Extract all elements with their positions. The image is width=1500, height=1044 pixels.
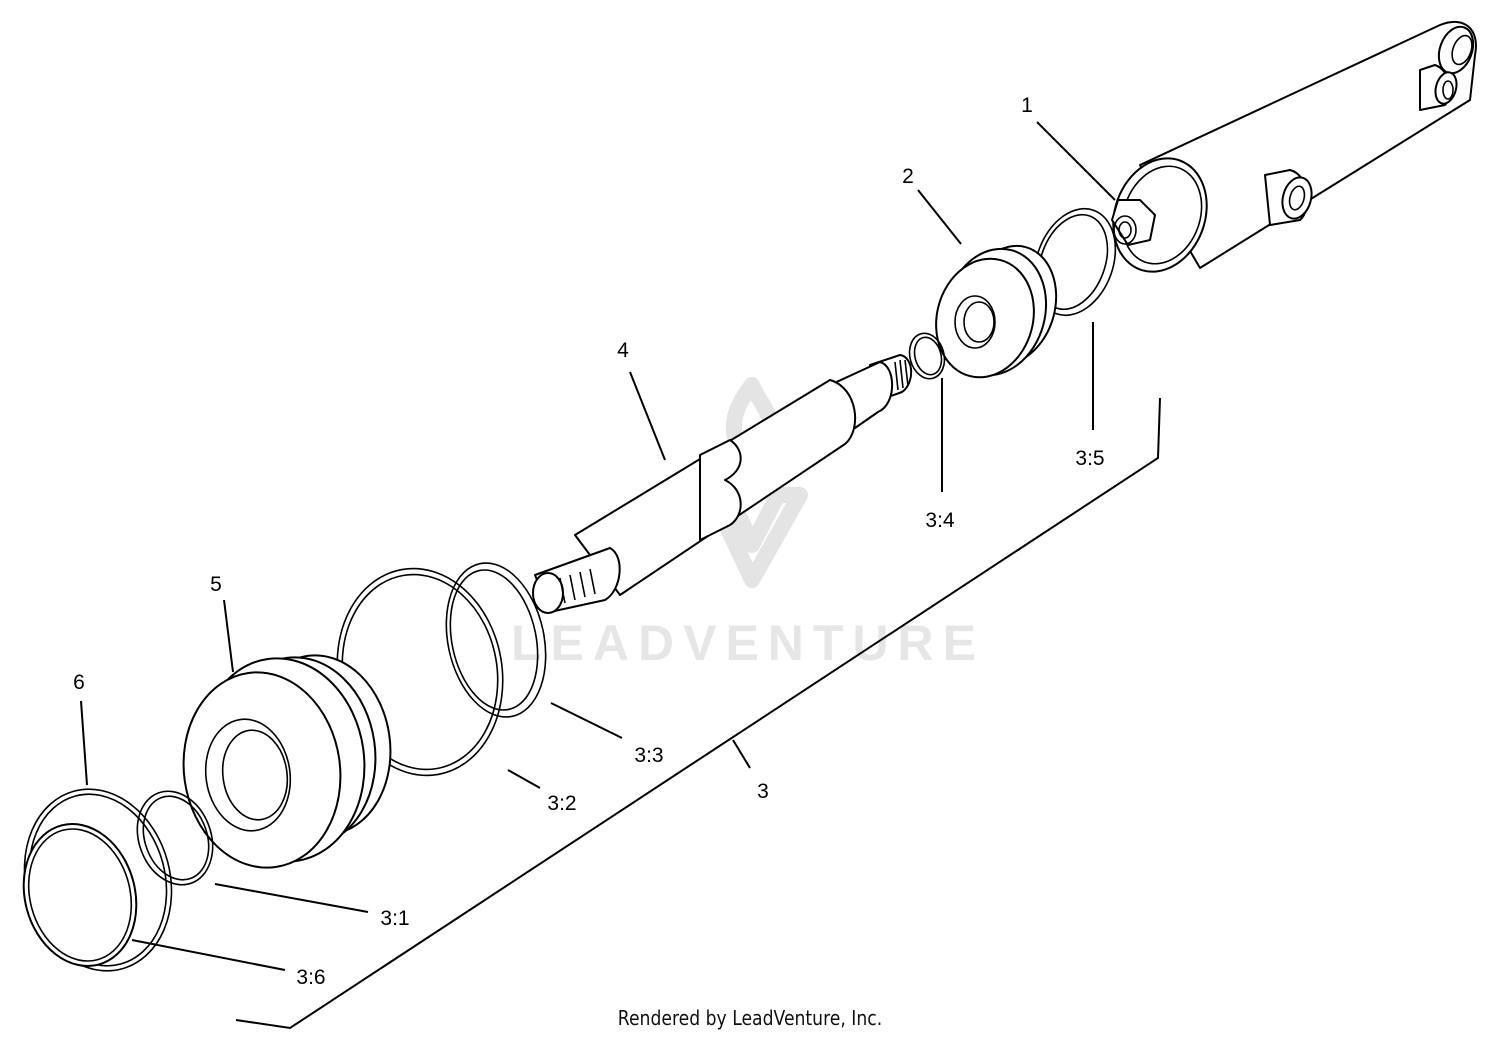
callout-2: 2 [902,165,914,188]
part-6-wiper-ring [22,788,173,972]
callout-labels: 1 2 3:5 3:4 4 3:3 3:2 3 5 6 3:1 3:6 [73,94,1104,989]
callout-3-1: 3:1 [380,907,409,930]
callout-3-6: 3:6 [296,966,325,989]
callout-4: 4 [617,339,629,362]
callout-3-5: 3:5 [1075,447,1104,470]
leadventure-watermark: LEADVENTURE [511,377,985,671]
part-1-cylinder-barrel [1111,20,1477,273]
callout-3: 3 [757,780,769,803]
watermark-text: LEADVENTURE [511,615,985,671]
part-3-3-o-ring [445,562,547,718]
part-2-gland [935,244,1058,379]
callout-3-3: 3:3 [634,744,663,767]
callout-3-4: 3:4 [925,509,955,532]
callout-3-2: 3:2 [547,792,576,815]
part-4-piston-rod [532,354,913,614]
part-5-piston [182,654,392,869]
callout-6: 6 [73,671,85,694]
callout-5: 5 [210,573,222,596]
leader-lines [80,121,1161,1030]
part-3-4-small-o-ring [908,332,946,380]
callout-1: 1 [1021,94,1033,117]
rendered-by-credit: Rendered by LeadVenture, Inc. [617,1006,883,1030]
part-3-1-o-ring [136,790,214,886]
part-1-hex-nut [1111,199,1156,246]
